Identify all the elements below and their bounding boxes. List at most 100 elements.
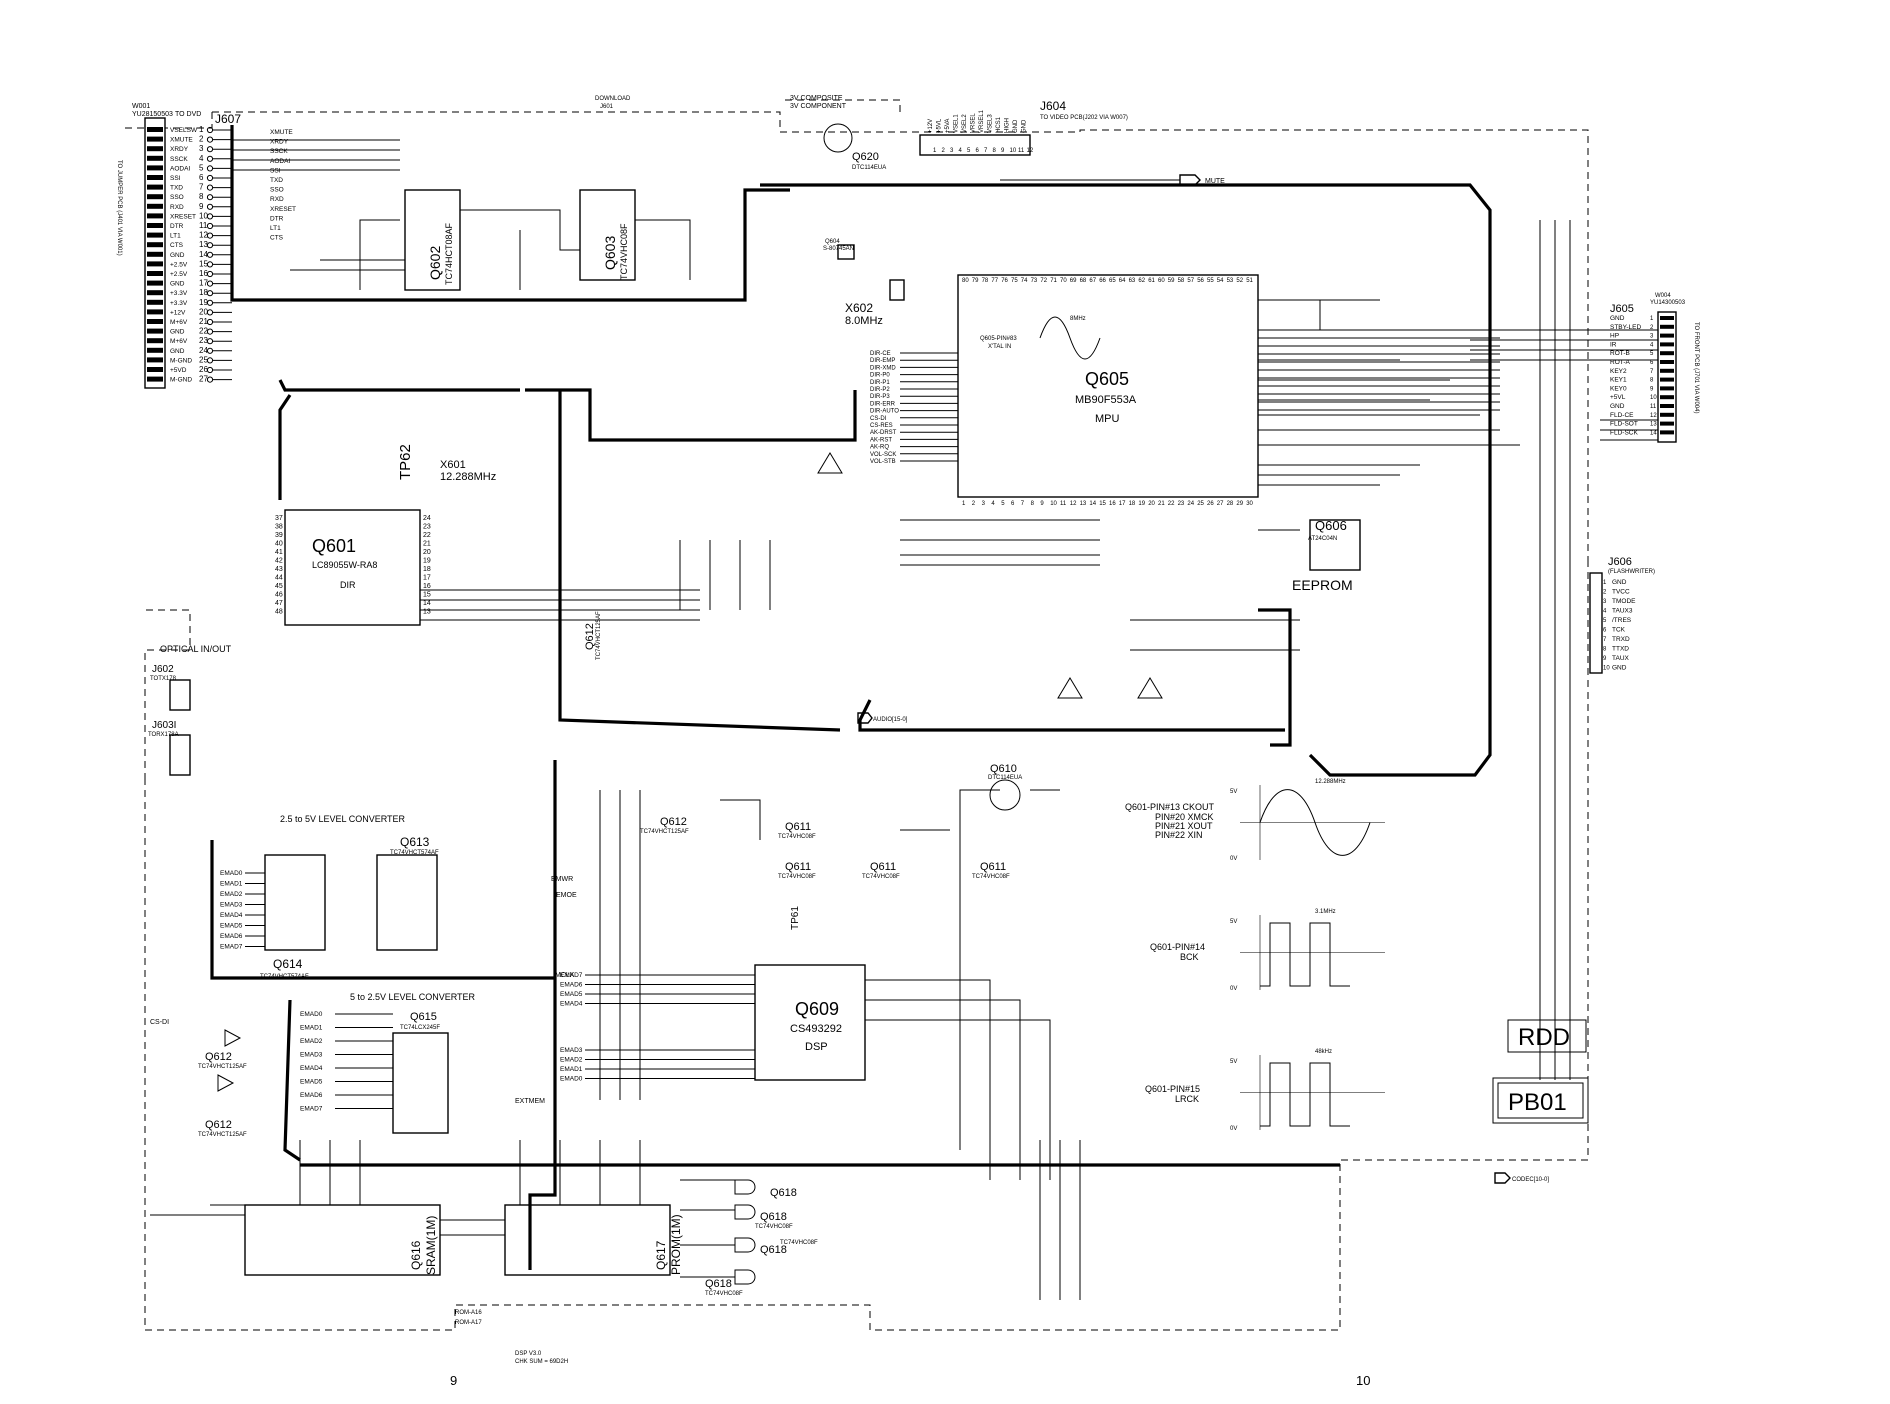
j607-part: YU28150503 xyxy=(132,111,173,118)
q601-pin-number: 18 xyxy=(423,566,431,573)
q605-pin-number: 5 xyxy=(1001,501,1005,507)
q605-pin-number: 76 xyxy=(1001,278,1008,284)
j607-pin-stripe xyxy=(147,309,163,315)
q617-prom: Q617 PROM(1M) xyxy=(504,1204,683,1276)
j605-pin-number: 10 xyxy=(1650,395,1657,401)
wiring xyxy=(150,125,1658,1300)
bus-trace xyxy=(230,125,790,302)
j605-pin-stripe xyxy=(1660,386,1674,391)
j607-pin-dot xyxy=(206,213,214,220)
j607-pin-dot xyxy=(206,203,214,210)
q611a-part: TC74VHC08F xyxy=(778,834,816,840)
emad-label: EMAD4 xyxy=(300,1065,323,1072)
optical-io: OPTICAL IN/OUT J602 TOTX178 J603I TORX17… xyxy=(148,644,232,776)
caution-triangle-icon xyxy=(817,452,843,474)
j606-pin-number: 3 xyxy=(1603,599,1607,605)
j607-pin-number: 5 xyxy=(199,163,204,172)
q605-pin-number: 13 xyxy=(1080,501,1087,507)
q609-dsp-chip: Q609 CS493292 DSP EMAD7EMAD6EMAD5EMAD4EM… xyxy=(560,906,866,1083)
j605-pin-number: 4 xyxy=(1650,342,1654,348)
j604-pin-number: 4 xyxy=(959,148,963,154)
j607-pin-stripe xyxy=(147,251,163,257)
q611-gates: Q612 TC74VHCT125AF Q611 TC74VHC08F Q611 … xyxy=(640,816,1010,880)
q605-left-net: DIR-P0 xyxy=(870,373,890,379)
j607-signal-label: TXD xyxy=(270,177,283,184)
q605-left-net: DIR-XMD xyxy=(870,365,896,371)
q601-pin-number: 21 xyxy=(423,541,431,548)
j607-pin-label: RXD xyxy=(170,204,184,211)
j607-pin-dot xyxy=(206,376,214,383)
q609-addr-label: EMAD4 xyxy=(560,1001,583,1008)
j606-pin-label: TTXD xyxy=(1612,646,1629,653)
j607-pin-label: +2.5V xyxy=(170,261,188,268)
j605-pin-stripe xyxy=(1660,368,1674,373)
j606-pin-number: 2 xyxy=(1603,590,1607,596)
q605-pin-number: 53 xyxy=(1227,278,1234,284)
j607-pin-stripe xyxy=(147,261,163,267)
j605-pin-stripe xyxy=(1660,412,1674,417)
waveform-sublabel: PIN#22 XIN xyxy=(1155,830,1203,840)
j607-pin-dot xyxy=(206,338,214,345)
j607-title: J607 xyxy=(215,112,241,126)
q605-left-net: AK-RST xyxy=(870,437,892,443)
q605-pin-number: 22 xyxy=(1168,501,1175,507)
j605-pin-label: KEY1 xyxy=(1610,377,1627,384)
q601-pin-number: 41 xyxy=(275,549,283,556)
q605-pin-number: 56 xyxy=(1197,278,1204,284)
q605-pin-number: 9 xyxy=(1040,501,1044,507)
j606-pin-number: 10 xyxy=(1603,666,1610,672)
j607-pin-dot xyxy=(206,222,214,230)
q605-mpu-chip: Q605 MB90F553A MPU Q605-PIN#83 X'TAL IN … xyxy=(870,274,1500,507)
q601-dir-chip: Q601 LC89055W-RA8 DIR X601 12.288MHz TP6… xyxy=(275,444,496,626)
q610-part: DTC114EUA xyxy=(988,775,1022,781)
j604-pin-number: 5 xyxy=(967,148,971,154)
waveform-vhigh: 5V xyxy=(1230,1059,1237,1065)
q618c-part: TC74VHC08F xyxy=(780,1240,818,1246)
q612-ref: Q612 xyxy=(584,623,596,650)
q618b-part: TC74VHC08F xyxy=(755,1224,793,1230)
q601-pin-number: 38 xyxy=(275,524,283,531)
q612-buffer: Q612 TC74VHCT125AF xyxy=(584,611,602,660)
q605-pin-number: 57 xyxy=(1187,278,1194,284)
j607-pin-stripe xyxy=(147,136,163,142)
q618-gates: Q618 Q618 TC74VHC08F Q618 TC74VHC08F Q61… xyxy=(705,1179,818,1297)
j606-pin-number: 5 xyxy=(1603,618,1607,624)
j607-signal-label: LT1 xyxy=(270,225,281,232)
j607-pin-stripe xyxy=(147,165,163,171)
emad-label: EMAD2 xyxy=(220,891,243,898)
emad-label: EMAD6 xyxy=(300,1092,323,1099)
j607-pin-stripe xyxy=(147,271,163,276)
q605-pin-number: 63 xyxy=(1129,278,1136,284)
j607-pin-stripe xyxy=(147,203,163,209)
q618d-ref: Q618 xyxy=(705,1278,732,1290)
q605-left-net: CS-DI xyxy=(870,416,887,422)
j607-connector: W001 YU28150503 TO DVD J607 TO JUMPER PC… xyxy=(116,103,241,389)
j602-part: TOTX178 xyxy=(150,676,177,682)
j605-pin-label: HP xyxy=(1610,333,1619,340)
j606-pin-label: TCK xyxy=(1612,627,1626,634)
j606-pin-label: TMODE xyxy=(1612,598,1636,605)
j607-signal-label: XRESET xyxy=(270,206,296,213)
waveform-label: Q601-PIN#14 xyxy=(1150,942,1205,952)
j607-pin-number: 15 xyxy=(199,259,208,268)
waveform-trace xyxy=(1260,922,1350,987)
j607-pin-label: GND xyxy=(170,348,185,355)
q611b-part: TC74VHC08F xyxy=(778,874,816,880)
j605-pin-number: 6 xyxy=(1650,360,1654,366)
j605-pin-number: 7 xyxy=(1650,369,1654,375)
j607-pin-stripe xyxy=(147,146,163,152)
q615-ref: Q615 xyxy=(410,1011,437,1023)
j607-pin-number: 22 xyxy=(199,327,208,336)
j607-pin-number: 13 xyxy=(199,240,208,249)
j607-pin-dot xyxy=(206,261,214,268)
j607-pin-dot xyxy=(206,328,214,335)
j607-pin-dot xyxy=(206,366,214,374)
wire-trace xyxy=(865,1019,1051,1180)
bus-trace xyxy=(858,699,1285,732)
q605-func: MPU xyxy=(1095,413,1120,425)
j604-connector: J604 TO VIDEO PCB(J202 VIA W007) +12V1+5… xyxy=(919,99,1128,156)
q605-left-net: DIR-AUTO xyxy=(870,409,899,415)
q605-pin-number: 14 xyxy=(1089,501,1096,507)
q605-pin-number: 24 xyxy=(1187,501,1194,507)
